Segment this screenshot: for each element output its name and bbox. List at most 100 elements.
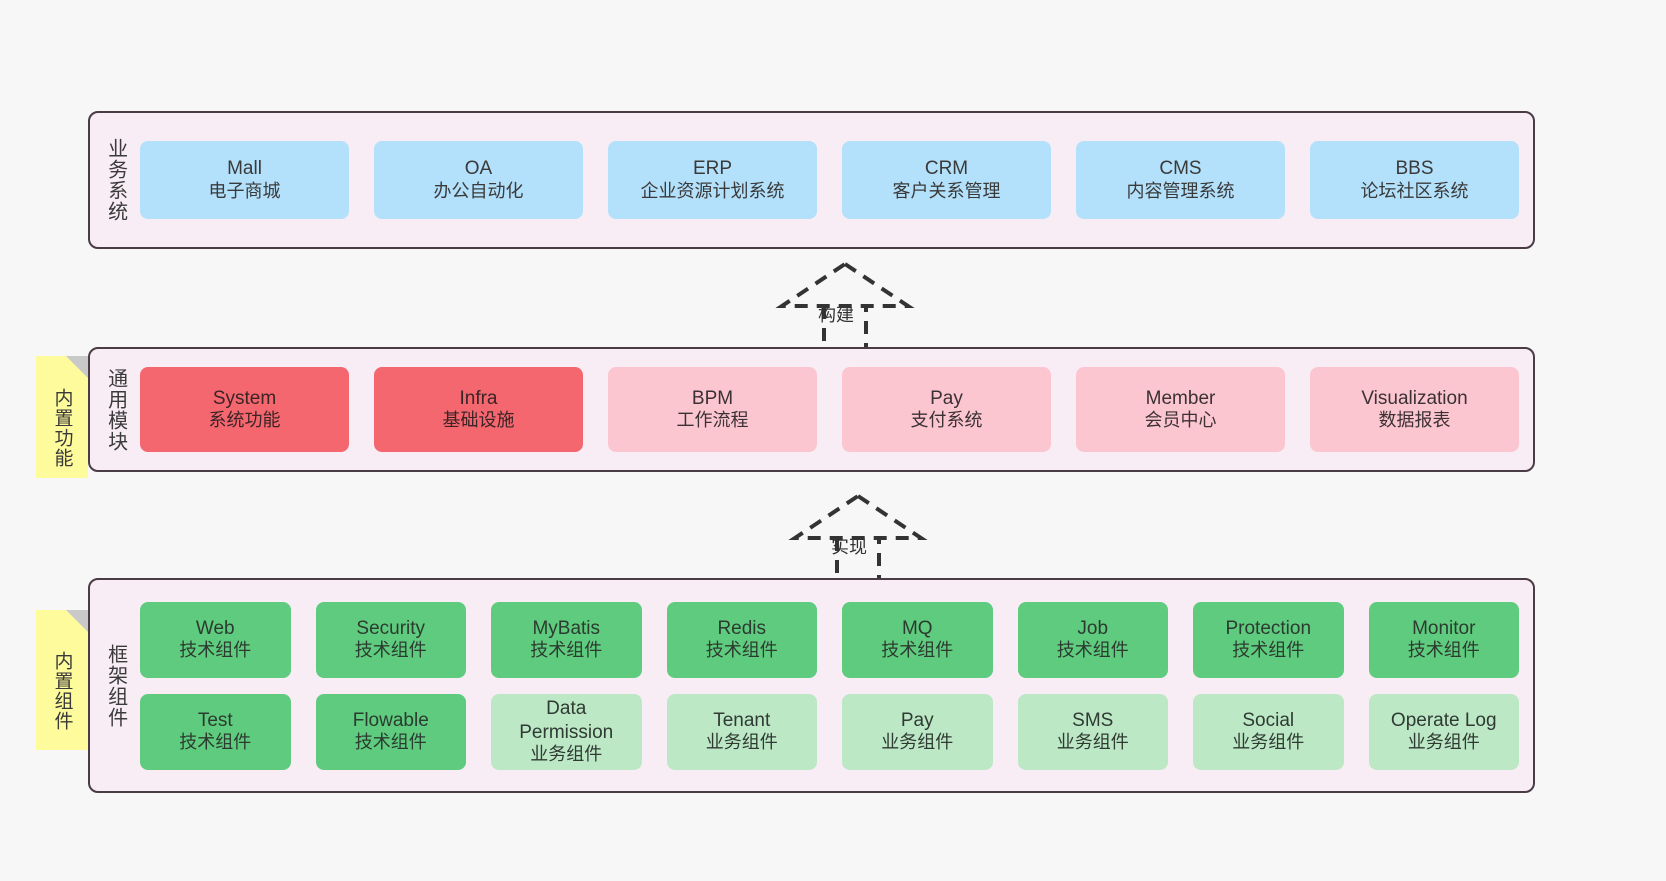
card-infra[interactable]: Infra 基础设施 xyxy=(374,367,583,452)
card-operate-log-en: Operate Log xyxy=(1390,709,1497,731)
layer-common-module[interactable]: 通用模块 System 系统功能 Infra 基础设施 BPM 工作流程 Pay… xyxy=(88,347,1535,472)
card-web-cn: 技术组件 xyxy=(179,640,252,661)
card-operate-log-cn: 业务组件 xyxy=(1407,732,1480,753)
layer-framework-component-body: Web 技术组件 Security 技术组件 MyBatis 技术组件 Redi… xyxy=(140,580,1533,791)
card-security-en: Security xyxy=(356,617,426,639)
card-bpm[interactable]: BPM 工作流程 xyxy=(608,367,817,452)
card-test-cn: 技术组件 xyxy=(179,732,252,753)
card-data-permission-en: Data Permission xyxy=(519,698,614,743)
card-pay-module-cn: 支付系统 xyxy=(910,410,983,431)
card-job-cn: 技术组件 xyxy=(1056,640,1129,661)
card-test-en: Test xyxy=(197,709,233,731)
card-mybatis-cn: 技术组件 xyxy=(530,640,603,661)
card-social-en: Social xyxy=(1242,709,1295,731)
card-system[interactable]: System 系统功能 xyxy=(140,367,349,452)
card-protection[interactable]: Protection 技术组件 xyxy=(1193,601,1344,678)
card-infra-cn: 基础设施 xyxy=(442,410,515,431)
card-oa-cn: 办公自动化 xyxy=(433,180,524,201)
card-erp-cn: 企业资源计划系统 xyxy=(640,180,785,201)
card-tenant-en: Tenant xyxy=(713,709,771,731)
card-flowable[interactable]: Flowable 技术组件 xyxy=(315,693,466,770)
card-bbs-en: BBS xyxy=(1395,158,1434,180)
card-sms-cn: 业务组件 xyxy=(1056,732,1129,753)
card-pay-module[interactable]: Pay 支付系统 xyxy=(842,367,1051,452)
card-tenant-cn: 业务组件 xyxy=(705,732,778,753)
card-pay-component-cn: 业务组件 xyxy=(881,732,954,753)
connector-build-label: 构建 xyxy=(818,305,854,325)
card-security-cn: 技术组件 xyxy=(354,640,427,661)
sticky-note-built-in-components-label: 内置组件 xyxy=(51,651,73,731)
framework-business-row: Test 技术组件 Flowable 技术组件 Data Permission … xyxy=(140,693,1519,770)
card-protection-cn: 技术组件 xyxy=(1232,640,1305,661)
card-mall-cn: 电子商城 xyxy=(208,180,281,201)
card-bbs-cn: 论坛社区系统 xyxy=(1360,180,1469,201)
card-operate-log[interactable]: Operate Log 业务组件 xyxy=(1368,693,1519,770)
card-mq[interactable]: MQ 技术组件 xyxy=(842,601,993,678)
card-mq-en: MQ xyxy=(901,617,933,639)
common-module-row: System 系统功能 Infra 基础设施 BPM 工作流程 Pay 支付系统… xyxy=(140,367,1519,452)
business-system-row: Mall 电子商城 OA 办公自动化 ERP 企业资源计划系统 CRM 客户关系… xyxy=(140,141,1519,219)
card-system-en: System xyxy=(212,387,277,409)
sticky-note-built-in-functions: 内置功能 xyxy=(36,356,88,478)
connector-implement: 实现 xyxy=(773,490,943,590)
card-web[interactable]: Web 技术组件 xyxy=(140,601,291,678)
card-protection-en: Protection xyxy=(1225,617,1312,639)
card-cms-cn: 内容管理系统 xyxy=(1126,180,1235,201)
card-job-en: Job xyxy=(1077,617,1109,639)
card-redis-cn: 技术组件 xyxy=(705,640,778,661)
card-test[interactable]: Test 技术组件 xyxy=(140,693,291,770)
card-crm-cn: 客户关系管理 xyxy=(892,180,1001,201)
card-mall[interactable]: Mall 电子商城 xyxy=(140,141,349,219)
layer-business-system[interactable]: 业务系统 Mall 电子商城 OA 办公自动化 ERP 企业资源计划系统 CRM… xyxy=(88,111,1535,249)
layer-common-module-body: System 系统功能 Infra 基础设施 BPM 工作流程 Pay 支付系统… xyxy=(140,349,1533,470)
card-crm[interactable]: CRM 客户关系管理 xyxy=(842,141,1051,219)
card-oa[interactable]: OA 办公自动化 xyxy=(374,141,583,219)
card-web-en: Web xyxy=(195,617,235,639)
card-mybatis[interactable]: MyBatis 技术组件 xyxy=(491,601,642,678)
card-oa-en: OA xyxy=(464,158,493,180)
card-mall-en: Mall xyxy=(227,158,262,180)
card-job[interactable]: Job 技术组件 xyxy=(1017,601,1168,678)
layer-framework-component[interactable]: 框架组件 Web 技术组件 Security 技术组件 MyBatis 技术组件… xyxy=(88,578,1535,793)
card-bbs[interactable]: BBS 论坛社区系统 xyxy=(1310,141,1519,219)
card-sms[interactable]: SMS 业务组件 xyxy=(1017,693,1168,770)
card-sms-en: SMS xyxy=(1072,709,1114,731)
card-mq-cn: 技术组件 xyxy=(881,640,954,661)
build-arrowhead-icon xyxy=(775,261,915,308)
card-social-cn: 业务组件 xyxy=(1232,732,1305,753)
card-erp-en: ERP xyxy=(692,158,733,180)
card-member[interactable]: Member 会员中心 xyxy=(1076,367,1285,452)
card-cms-en: CMS xyxy=(1159,158,1202,180)
layer-common-module-title: 通用模块 xyxy=(104,367,127,452)
layer-framework-component-title: 框架组件 xyxy=(104,643,127,728)
card-redis-en: Redis xyxy=(717,617,767,639)
card-pay-component[interactable]: Pay 业务组件 xyxy=(842,693,993,770)
connector-build: 构建 xyxy=(760,258,930,358)
card-bpm-en: BPM xyxy=(691,387,734,409)
card-cms[interactable]: CMS 内容管理系统 xyxy=(1076,141,1285,219)
card-redis[interactable]: Redis 技术组件 xyxy=(666,601,817,678)
card-visualization-cn: 数据报表 xyxy=(1378,410,1451,431)
layer-business-system-body: Mall 电子商城 OA 办公自动化 ERP 企业资源计划系统 CRM 客户关系… xyxy=(140,113,1533,247)
connector-implement-label: 实现 xyxy=(831,537,867,557)
card-system-cn: 系统功能 xyxy=(208,410,281,431)
card-crm-en: CRM xyxy=(924,158,969,180)
card-monitor-cn: 技术组件 xyxy=(1407,640,1480,661)
framework-tech-row: Web 技术组件 Security 技术组件 MyBatis 技术组件 Redi… xyxy=(140,601,1519,678)
card-member-cn: 会员中心 xyxy=(1144,410,1217,431)
card-pay-component-en: Pay xyxy=(900,709,934,731)
card-erp[interactable]: ERP 企业资源计划系统 xyxy=(608,141,817,219)
card-pay-module-en: Pay xyxy=(930,387,963,409)
card-tenant[interactable]: Tenant 业务组件 xyxy=(666,693,817,770)
sticky-note-built-in-functions-label: 内置功能 xyxy=(51,388,73,468)
layer-business-system-title: 业务系统 xyxy=(104,138,127,222)
card-infra-en: Infra xyxy=(459,387,498,409)
card-data-permission[interactable]: Data Permission 业务组件 xyxy=(491,693,642,770)
card-social[interactable]: Social 业务组件 xyxy=(1193,693,1344,770)
implement-arrowhead-icon xyxy=(788,493,928,540)
card-security[interactable]: Security 技术组件 xyxy=(315,601,466,678)
card-monitor[interactable]: Monitor 技术组件 xyxy=(1368,601,1519,678)
card-visualization[interactable]: Visualization 数据报表 xyxy=(1310,367,1519,452)
card-bpm-cn: 工作流程 xyxy=(676,410,749,431)
